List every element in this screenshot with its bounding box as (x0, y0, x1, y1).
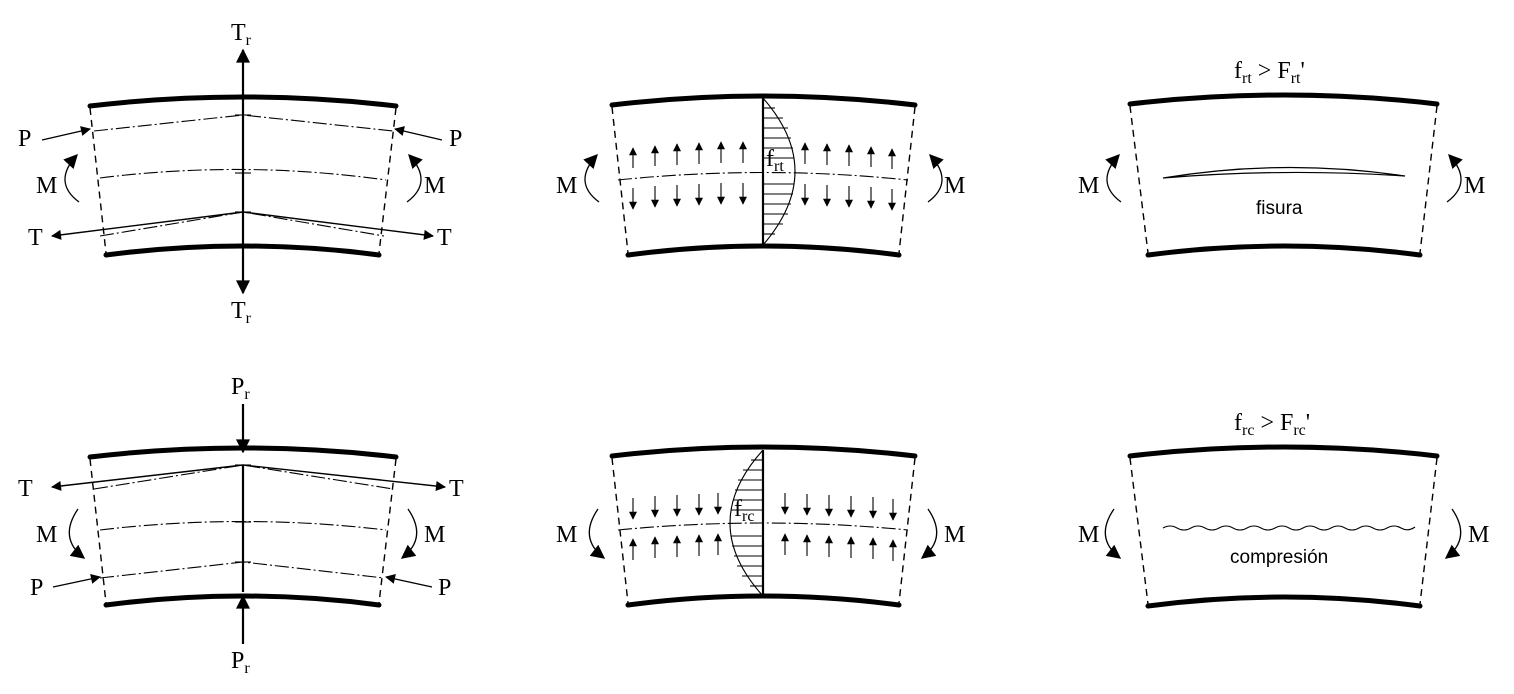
crack-shape (1162, 166, 1406, 179)
label-m-left: M (556, 173, 577, 199)
force-t-right (242, 464, 446, 491)
section-edge-left (89, 107, 107, 254)
stress-curve-frc (729, 449, 764, 597)
arch-intrados (625, 243, 902, 258)
section-edge-right (1419, 105, 1438, 254)
label-pr-bottom: Pr (231, 648, 250, 677)
section-edge-left (611, 457, 629, 604)
label-pr-top: Pr (231, 374, 250, 403)
label-t-left: T (18, 476, 33, 502)
moment-left (1105, 153, 1122, 203)
force-t-right (242, 211, 434, 240)
compression-arrows-down (629, 493, 897, 521)
label-m-left: M (556, 522, 577, 548)
section-edge-right (898, 457, 916, 604)
label-m-right: M (1468, 522, 1489, 548)
section-edge-right (378, 458, 397, 604)
moment-right (406, 153, 423, 203)
label-m-right: M (1464, 173, 1485, 199)
label-p-left: P (18, 126, 31, 152)
force-p-right (394, 126, 443, 141)
label-p-right: P (449, 126, 462, 152)
force-p-left (41, 126, 91, 141)
moment-right (1444, 508, 1462, 559)
moment-right (1446, 153, 1463, 203)
label-crack: fisura (1256, 198, 1303, 219)
stress-curve-frt (762, 97, 796, 246)
label-frc: frc (734, 496, 754, 525)
tension-arrows-up (629, 141, 896, 169)
label-tr-top: Tr (231, 20, 252, 49)
label-m-right: M (944, 522, 965, 548)
arch-extrados (1127, 92, 1440, 107)
moment-left (1104, 508, 1122, 559)
arch-extrados (609, 93, 918, 108)
section-edge-right (1419, 457, 1438, 605)
stress-hatching (763, 107, 794, 235)
label-t-right: T (437, 225, 452, 251)
condition-tension: frt > Frt' (1234, 58, 1305, 87)
arch-extrados (609, 444, 918, 459)
label-m-left: M (36, 522, 57, 548)
arch-intrados (1145, 243, 1423, 258)
label-m-right: M (424, 522, 445, 548)
arch-intrados (1145, 594, 1423, 609)
stress-hatching (731, 459, 763, 587)
panel-compression-stress-bottom: M M frc (556, 444, 965, 608)
moment-left (68, 508, 86, 559)
panel-compression-left-bottom: T T M M P P Pr Pr (18, 374, 464, 677)
force-p-left (52, 573, 101, 588)
moment-right (920, 508, 938, 559)
label-m-right: M (944, 173, 965, 199)
label-m-left: M (36, 173, 57, 199)
label-t-right: T (449, 476, 464, 502)
section-edge-left (1129, 457, 1149, 605)
label-p-right: P (438, 575, 451, 601)
label-m-right: M (424, 173, 445, 199)
label-p-left: P (30, 575, 43, 601)
arch-intrados (625, 593, 902, 608)
moment-left (588, 508, 606, 559)
panel-crack-top: M M fisura frt > Frt' (1078, 58, 1485, 258)
compression-arrows-up (629, 533, 897, 561)
panel-tension-stress-top: M M frt (556, 93, 965, 258)
condition-compression: frc > Frc' (1234, 410, 1310, 439)
panel-compression-failure-bottom: M M compresión frc > Frc' (1078, 410, 1489, 609)
moment-left (583, 153, 600, 203)
label-frt: frt (766, 146, 784, 175)
crushing-line (1162, 525, 1416, 531)
tension-arrows-down (629, 183, 896, 211)
label-compression: compresión (1230, 547, 1328, 568)
section-edge-left (1129, 105, 1149, 254)
label-t-left: T (28, 225, 43, 251)
label-m-left: M (1078, 173, 1099, 199)
force-t-left (51, 211, 244, 240)
arch-extrados (1127, 444, 1440, 459)
label-m-left: M (1078, 522, 1099, 548)
moment-right (400, 508, 418, 559)
moment-right (927, 153, 944, 203)
label-tr-bottom: Tr (231, 298, 252, 327)
force-t-left (51, 464, 244, 491)
moment-left (63, 153, 80, 203)
force-p-right (385, 574, 433, 588)
panel-tension-left-top: P P M M T T Tr Tr (18, 20, 462, 327)
